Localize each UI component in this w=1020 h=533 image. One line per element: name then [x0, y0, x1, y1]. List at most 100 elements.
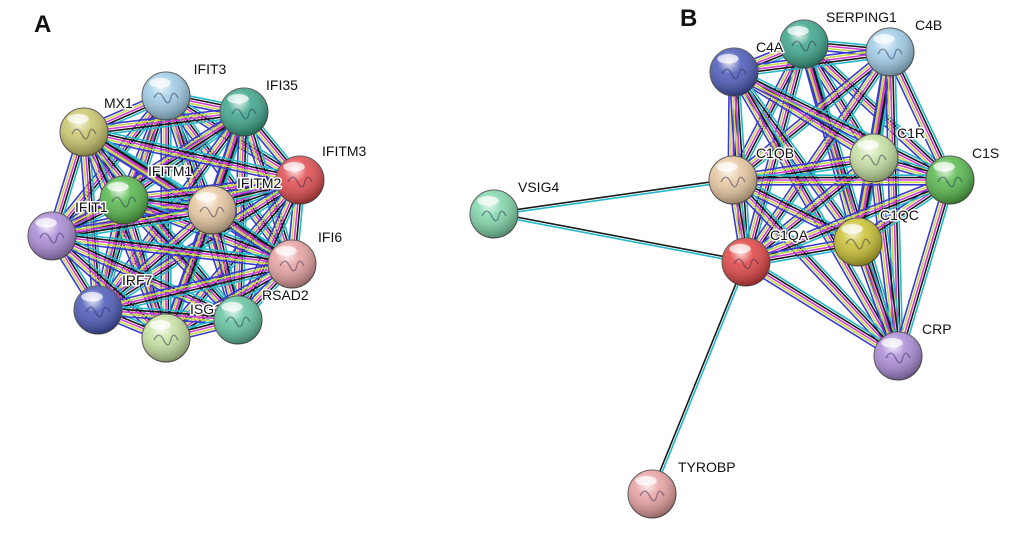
edge-a-19-2 [83, 131, 301, 181]
node-isg15[interactable]: ISG1 [141, 300, 224, 363]
edge-b-30-1 [493, 178, 734, 214]
protein-structure-icon [199, 206, 225, 218]
protein-structure-icon [733, 258, 759, 270]
edge-b-24-4 [742, 153, 872, 260]
edge-b-18-0 [737, 68, 863, 240]
edge-a-23-1 [84, 129, 295, 263]
edge-a-19-3 [82, 133, 301, 184]
node-c1qc[interactable]: C1QC [833, 206, 920, 267]
node-ifit3[interactable]: IFIT3 [141, 60, 228, 121]
edge-b-37-1 [493, 212, 748, 262]
node-highlight [873, 34, 895, 44]
node-highlight [477, 196, 499, 206]
node-highlight [716, 162, 738, 172]
node-label: CRP [922, 321, 952, 337]
node-label: TYROBP [678, 459, 736, 475]
node-highlight [35, 218, 57, 228]
edge-b-29-0 [735, 175, 903, 354]
node-label: IFITM2 [237, 175, 282, 191]
edge-a-48-0 [53, 230, 241, 317]
protein-structure-icon [639, 490, 665, 502]
node-ifitm2[interactable]: IFITM2 [187, 174, 283, 235]
edge-a-45-0 [51, 230, 294, 261]
edge-b-36-3 [743, 263, 898, 359]
edge-b-13-3 [743, 49, 889, 262]
edge-a-45-3 [50, 237, 293, 268]
node-vsig4[interactable]: VSIG4 [469, 178, 561, 239]
edge-b-38-1 [650, 260, 746, 495]
node-highlight [107, 182, 129, 192]
edge-b-15-4 [730, 75, 873, 163]
protein-structure-icon [111, 196, 137, 208]
edge-b-17-1 [734, 69, 952, 179]
protein-structure-icon [791, 40, 817, 52]
edge-b-33-2 [897, 179, 951, 357]
node-ifitm3[interactable]: IFITM3 [275, 142, 368, 205]
node-ifi35[interactable]: IFI35 [219, 76, 300, 137]
edge-a-10-2 [83, 111, 245, 133]
edge-b-18-3 [731, 72, 857, 245]
node-label: C1R [897, 125, 925, 141]
node-rsad2[interactable]: RSAD2 [213, 286, 310, 345]
node-highlight [635, 476, 657, 486]
node-highlight [729, 244, 751, 254]
edge-b-32-4 [743, 174, 950, 259]
edge-a-19-0 [84, 126, 302, 177]
edge-b-29-3 [730, 180, 898, 359]
node-highlight [717, 54, 739, 64]
edge-a-19-1 [83, 128, 302, 179]
edge-a-49-1 [97, 265, 294, 314]
node-c4a[interactable]: C4A [709, 38, 785, 97]
node-serping1[interactable]: SERPING1 [779, 8, 899, 69]
node-c1s[interactable]: C1S [925, 144, 1001, 205]
node-c1qb[interactable]: C1QB [708, 144, 796, 205]
edge-a-48-1 [52, 233, 240, 319]
node-ifitm1[interactable]: IFITM1 [99, 162, 194, 225]
node-ifi6[interactable]: IFI6 [267, 228, 344, 289]
edge-b-25-0 [877, 156, 904, 357]
edge-b-32-3 [744, 176, 950, 261]
protein-structure-icon [153, 334, 179, 346]
node-label: C1QA [770, 227, 809, 243]
edge-a-45-4 [50, 239, 293, 270]
node-label: C4B [915, 17, 942, 33]
node-highlight [67, 114, 89, 124]
edge-a-45-2 [51, 235, 293, 265]
edge-a-49-3 [96, 260, 293, 309]
node-highlight [841, 224, 863, 234]
edge-b-38-0 [652, 261, 748, 496]
node-highlight [787, 26, 809, 36]
protein-structure-icon [885, 352, 911, 364]
edge-b-6-3 [742, 42, 803, 263]
node-c4b[interactable]: C4B [865, 16, 944, 77]
edge-b-10-3 [730, 49, 890, 179]
edge-a-23-0 [85, 127, 296, 261]
node-label: IFITM1 [148, 163, 193, 179]
edge-b-18-2 [733, 71, 859, 243]
node-tyrobp[interactable]: TYROBP [627, 458, 737, 519]
edge-b-33-3 [894, 178, 949, 357]
node-c1qa[interactable]: C1QA [721, 226, 810, 287]
node-label: C4A [756, 39, 784, 55]
node-mx1[interactable]: MX1 [59, 94, 135, 157]
node-label: IRF7 [122, 272, 153, 288]
node-irf7[interactable]: IRF7 [73, 271, 154, 335]
protein-structure-icon [231, 108, 257, 120]
edge-b-36-4 [742, 265, 897, 361]
edge-b-37-0 [492, 214, 747, 264]
node-c1r[interactable]: C1R [849, 124, 927, 183]
edge-a-32-1 [167, 180, 303, 341]
node-label: SERPING1 [826, 9, 897, 25]
protein-structure-icon [39, 232, 65, 244]
edge-a-42-3 [95, 207, 212, 309]
edge-b-33-1 [899, 179, 954, 358]
node-ifit1[interactable]: IFIT1 [27, 198, 109, 261]
edge-a-49-2 [97, 263, 293, 311]
edge-b-36-2 [745, 261, 899, 357]
protein-structure-icon [71, 128, 97, 140]
edge-a-47-2 [51, 235, 167, 339]
protein-structure-icon [845, 238, 871, 250]
node-crp[interactable]: CRP [873, 320, 953, 381]
